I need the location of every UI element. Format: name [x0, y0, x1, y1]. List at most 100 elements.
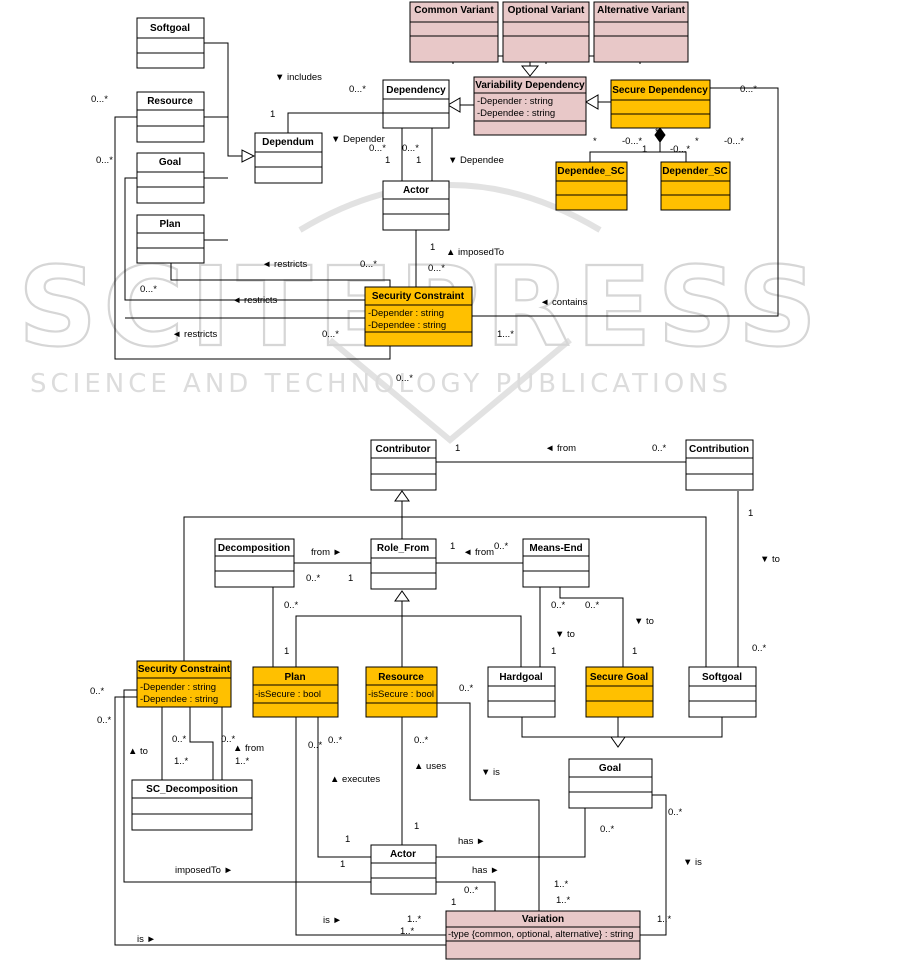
class-title: Actor	[390, 849, 416, 860]
label-is: is ►	[137, 934, 156, 945]
mult: 0...*	[96, 155, 113, 166]
mult: 1..*	[235, 756, 250, 767]
label-from: ◄ from	[463, 547, 494, 558]
class-contributor: Contributor	[370, 439, 437, 491]
mult: 0..*	[284, 600, 299, 611]
class-secure-dependency: Secure Dependency	[610, 79, 711, 129]
mult: 0..*	[90, 686, 105, 697]
label-has: has ►	[472, 865, 499, 876]
mult: 0..*	[328, 735, 343, 746]
class-alternative-variant: Alternative Variant	[593, 1, 689, 63]
class-contribution: Contribution	[685, 439, 754, 491]
label-imposed-to: ▲ imposedTo	[446, 247, 504, 258]
mult: 0..*	[306, 573, 321, 584]
label-contains: ◄ contains	[540, 297, 588, 308]
mult: 0...*	[740, 84, 757, 95]
class-title: Dependum	[262, 137, 314, 148]
class-means-end: Means-End	[522, 538, 590, 588]
label-depender: ▼ Depender	[331, 134, 385, 145]
class-title: Goal	[599, 763, 621, 774]
top-diagram: Common Variant Optional Variant Alternat…	[91, 1, 779, 384]
class-dependee-sc: Dependee_SC	[555, 161, 628, 211]
bottom-labels: ◄ from from ► ◄ from ▼ to ▼ to ▼ to ▲ to…	[90, 443, 780, 945]
mult: 0..*	[668, 807, 683, 818]
mult: 0..*	[752, 643, 767, 654]
mult: 1..*	[554, 879, 569, 890]
class-role-from: Role_From	[370, 538, 437, 590]
class-secure-goal: Secure Goal	[585, 666, 654, 718]
class-attr: -isSecure : bool	[368, 689, 434, 700]
label-from: ▲ from	[233, 743, 264, 754]
class-attr: -Depender : string	[477, 96, 553, 107]
class-actor-top: Actor	[382, 180, 450, 231]
class-attr: -Dependee : string	[140, 694, 218, 705]
mult: 1	[414, 821, 419, 832]
mult: 0...*	[428, 263, 445, 274]
class-softgoal-top: Softgoal	[136, 17, 205, 69]
class-title: Resource	[378, 672, 424, 683]
label-from: ◄ from	[545, 443, 576, 454]
mult: 1	[748, 508, 753, 519]
mult: 1..*	[407, 914, 422, 925]
class-title: Secure Dependency	[612, 85, 708, 96]
class-title: Decomposition	[218, 543, 290, 554]
class-attr: -Depender : string	[140, 682, 216, 693]
class-security-constraint-top: Security Constraint -Depender : string -…	[364, 286, 473, 347]
mult: 0..*	[97, 715, 112, 726]
mult: 1..*	[657, 914, 672, 925]
label-is: is ►	[323, 915, 342, 926]
class-title: Actor	[403, 185, 429, 196]
label-restricts: ◄ restricts	[232, 295, 278, 306]
mult: 0...*	[396, 373, 413, 384]
class-security-constraint-bottom: Security Constraint -Depender : string -…	[136, 660, 232, 708]
class-goal-bottom: Goal	[568, 758, 653, 809]
class-title: Dependency	[386, 85, 446, 96]
mult: 1...*	[497, 329, 514, 340]
label-uses: ▲ uses	[414, 761, 446, 772]
mult: 1	[455, 443, 460, 454]
label-to: ▼ to	[555, 629, 575, 640]
class-title: Resource	[147, 96, 193, 107]
class-title: Security Constraint	[138, 664, 231, 675]
mult: 1..*	[400, 926, 415, 937]
label-has: has ►	[458, 836, 485, 847]
mult: -0...*	[670, 144, 690, 155]
mult: 0..*	[494, 541, 509, 552]
class-variation: Variation -type {common, optional, alter…	[445, 910, 641, 960]
class-sc-decomposition: SC_Decomposition	[131, 779, 253, 831]
class-dependency: Dependency	[382, 79, 450, 129]
mult: 1	[345, 834, 350, 845]
mult: *	[695, 136, 699, 147]
class-title: Softgoal	[150, 23, 190, 34]
mult: 1	[270, 109, 275, 120]
class-depender-sc: Depender_SC	[660, 161, 731, 211]
mult: 1	[430, 242, 435, 253]
mult: 0..*	[464, 885, 479, 896]
class-title: Plan	[284, 672, 305, 683]
class-title: SC_Decomposition	[146, 784, 238, 795]
class-title: Contributor	[376, 444, 431, 455]
label-is: ▼ is	[481, 767, 500, 778]
class-title: Depender_SC	[662, 166, 728, 177]
label-from: from ►	[311, 547, 342, 558]
class-common-variant: Common Variant	[409, 1, 499, 63]
mult: *	[593, 136, 597, 147]
mult: 0..*	[652, 443, 667, 454]
class-dependum: Dependum	[254, 132, 323, 184]
class-optional-variant: Optional Variant	[502, 1, 590, 63]
class-actor-bottom: Actor	[370, 844, 437, 895]
label-dependee: ▼ Dependee	[448, 155, 504, 166]
mult: 0...*	[322, 329, 339, 340]
class-title: Variability Dependency	[475, 80, 585, 91]
class-variability-dependency: Variability Dependency -Depender : strin…	[473, 76, 587, 136]
mult: -0...*	[622, 136, 642, 147]
mult: 0..*	[172, 734, 187, 745]
class-title: Role_From	[377, 543, 429, 554]
label-restricts: ◄ restricts	[172, 329, 218, 340]
class-title: Hardgoal	[499, 672, 543, 683]
class-attr: -Dependee : string	[477, 108, 555, 119]
class-title: Common Variant	[414, 5, 494, 16]
mult: 1	[340, 859, 345, 870]
mult: 1	[450, 541, 455, 552]
